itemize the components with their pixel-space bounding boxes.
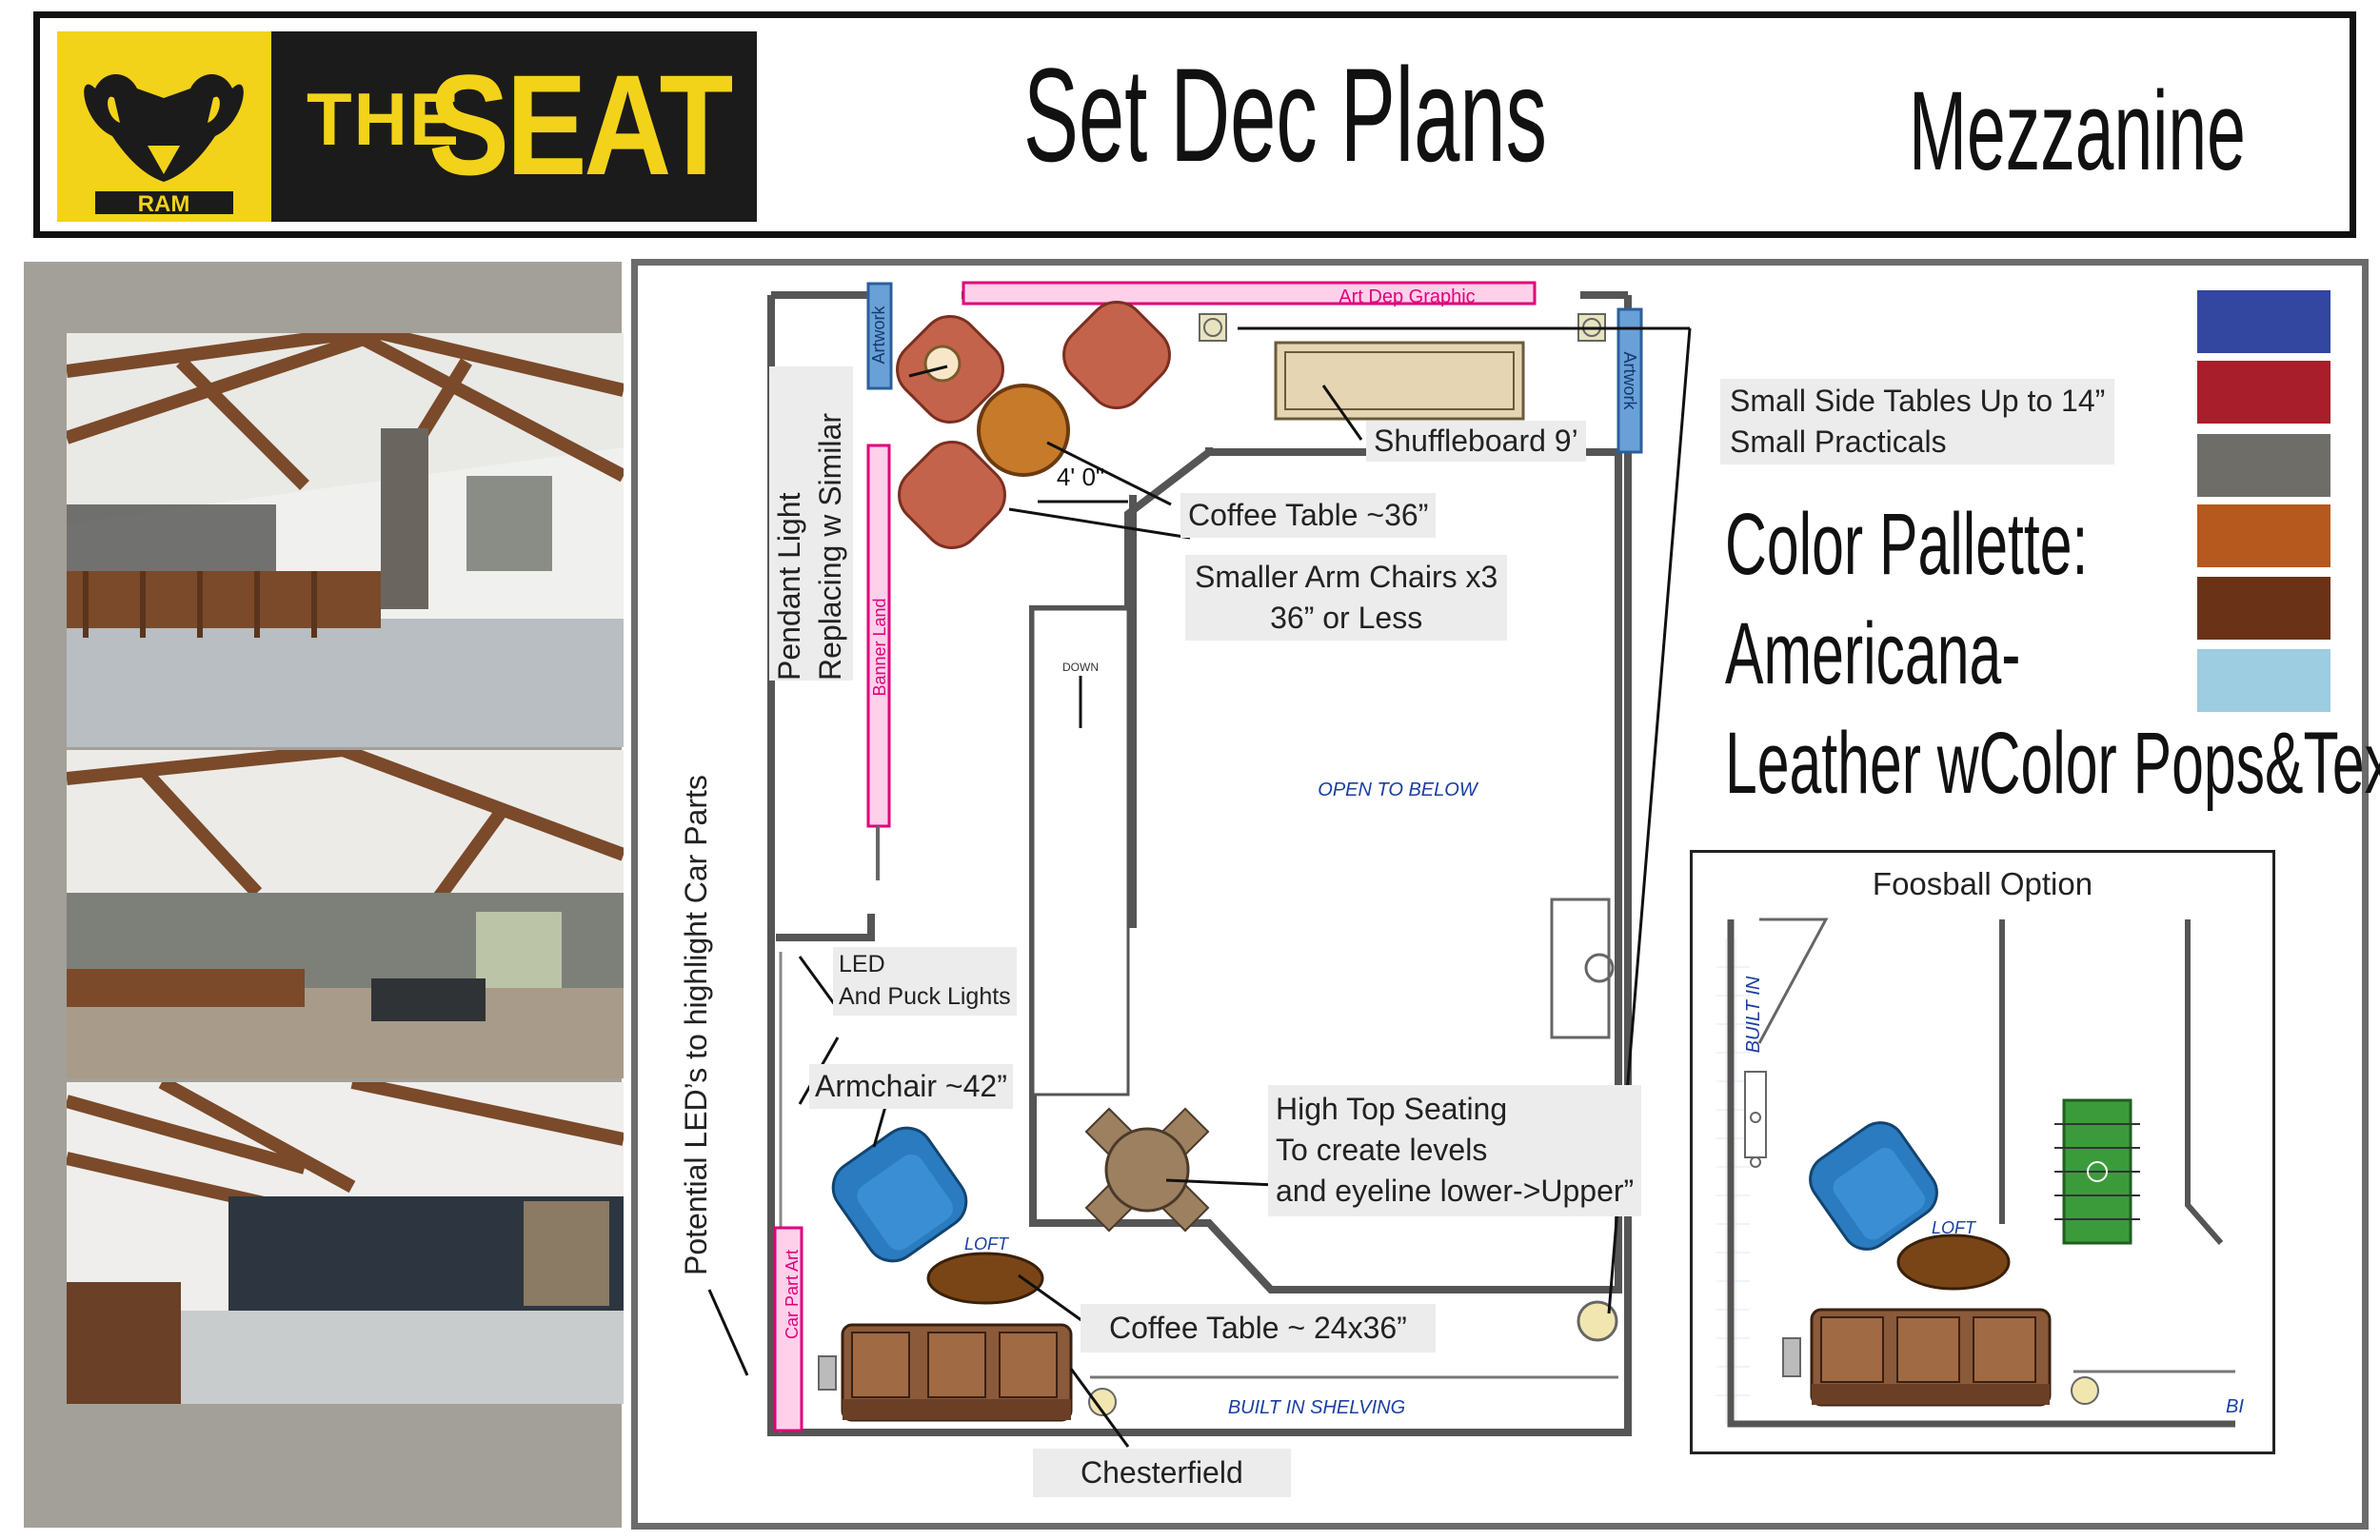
palette-swatch — [2197, 504, 2330, 567]
built-in-shelving-label: BUILT IN SHELVING — [1228, 1397, 1405, 1418]
page-subtitle: Mezzanine — [1909, 69, 2246, 194]
arm-chairs-note: Smaller Arm Chairs x3 36” or Less — [1185, 555, 1508, 642]
arm-chairs-line1: Smaller Arm Chairs x3 — [1195, 560, 1498, 594]
shuffleboard-note: Shuffleboard 9’ — [1366, 421, 1586, 463]
stairs-down-label: DOWN — [1062, 661, 1099, 674]
pendant-light-note-box: Pendant Light Replacing w Similar — [769, 366, 853, 681]
loft-photo-2 — [67, 750, 624, 1078]
coffee-table-24x36-note: Coffee Table ~ 24x36” — [1081, 1304, 1436, 1353]
coffee-table-round — [977, 384, 1070, 477]
dimension-label: 4' 0" — [1057, 463, 1104, 491]
palette-line1: Americana- — [1725, 605, 2021, 702]
foosball-title: Foosball Option — [1872, 866, 2093, 901]
ram-head-icon: RAM — [84, 74, 244, 217]
ram-text: RAM — [138, 191, 190, 217]
artwork-right-label: Artwork — [1620, 351, 1639, 410]
banner-land-label: Banner Land — [870, 598, 889, 696]
armchair-42-note: Armchair ~42” — [809, 1064, 1013, 1110]
led-note: LED And Puck Lights — [833, 947, 1017, 1016]
page-title: Set Dec Plans — [1023, 40, 1548, 189]
loft-label: LOFT — [964, 1234, 1010, 1254]
arm-chairs-line2: 36” or Less — [1270, 601, 1423, 636]
lamp-icon — [1577, 1300, 1618, 1342]
coffee-table-oval — [926, 1252, 1044, 1305]
lamp-icon — [1088, 1388, 1117, 1416]
floorplan-outer-wall — [767, 295, 1632, 1436]
foosball-loft-label: LOFT — [1932, 1218, 1977, 1237]
high-top-table — [1084, 1107, 1210, 1233]
palette-swatch — [2197, 290, 2330, 353]
art-dep-graphic-label: Art Dep Graphic — [1339, 286, 1475, 307]
art-dep-graphic-bar — [962, 281, 1537, 306]
high-top-line3: and eyeline lower->Upper” — [1276, 1174, 1635, 1209]
loft-photo-1 — [67, 333, 624, 747]
palette-swatch — [2197, 577, 2330, 640]
coffee-table-36-note: Coffee Table ~36” — [1180, 493, 1437, 539]
pendant-light-icon — [923, 345, 962, 383]
artwork-right-panel — [1616, 307, 1643, 454]
side-tables-line1: Small Side Tables Up to 14” — [1730, 384, 2106, 418]
foosball-armchair — [1809, 1121, 1938, 1251]
potential-leds-note: Potential LED’s to highlight Car Parts — [679, 775, 713, 1275]
high-top-line2: To create levels — [1276, 1133, 1488, 1168]
palette-swatch — [2197, 434, 2330, 497]
brand-seat: SEAT — [428, 45, 733, 205]
pendant-light-line2: Replacing w Similar — [813, 413, 848, 681]
ram-logo: RAM — [57, 31, 271, 222]
loft-photo-3 — [67, 1082, 624, 1404]
foosball-bi-label: BI — [2226, 1396, 2244, 1417]
chesterfield-sofa — [841, 1323, 1073, 1422]
led-line1: LED — [839, 951, 885, 977]
pendant-light-note: Pendant Light Replacing w Similar — [769, 366, 851, 681]
artwork-left-panel — [866, 282, 893, 390]
arm-chairs — [896, 301, 1171, 549]
artwork-left-label: Artwork — [869, 306, 888, 365]
foosball-option-panel: Foosball Option LOFT BUILT — [1690, 850, 2275, 1454]
foosball-drawing: LOFT BUILT IN BI — [1716, 918, 2244, 1428]
palette-swatch — [2197, 649, 2330, 712]
foosball-built-in-label: BUILT IN — [1743, 976, 1764, 1053]
chesterfield-note: Chesterfield — [1033, 1449, 1291, 1498]
palette-swatch — [2197, 361, 2330, 424]
foosball-table-icon — [2054, 1098, 2140, 1245]
car-part-art-bar — [773, 1226, 803, 1432]
palette-line2: Leather wColor Pops&Texture — [1725, 715, 2380, 812]
photo-panel — [24, 262, 624, 1528]
shuffleboard-table — [1274, 341, 1525, 421]
palette-title: Color Pallette: — [1725, 496, 2089, 593]
led-line2: And Puck Lights — [839, 982, 1011, 1010]
car-part-art-label: Car Part Art — [783, 1250, 802, 1339]
high-top-line1: High Top Seating — [1276, 1092, 1508, 1126]
brand-the: THE — [307, 77, 461, 161]
side-tables-note: Small Side Tables Up to 14” Small Practi… — [1720, 379, 2115, 465]
armchair-blue — [831, 1126, 968, 1263]
high-top-note: High Top Seating To create levels and ey… — [1268, 1085, 1642, 1216]
open-to-below-label: OPEN TO BELOW — [1318, 780, 1479, 800]
fireplace — [1550, 898, 1611, 1039]
pendant-light-line1: Pendant Light — [772, 492, 806, 681]
side-tables-line2: Small Practicals — [1730, 424, 1947, 460]
